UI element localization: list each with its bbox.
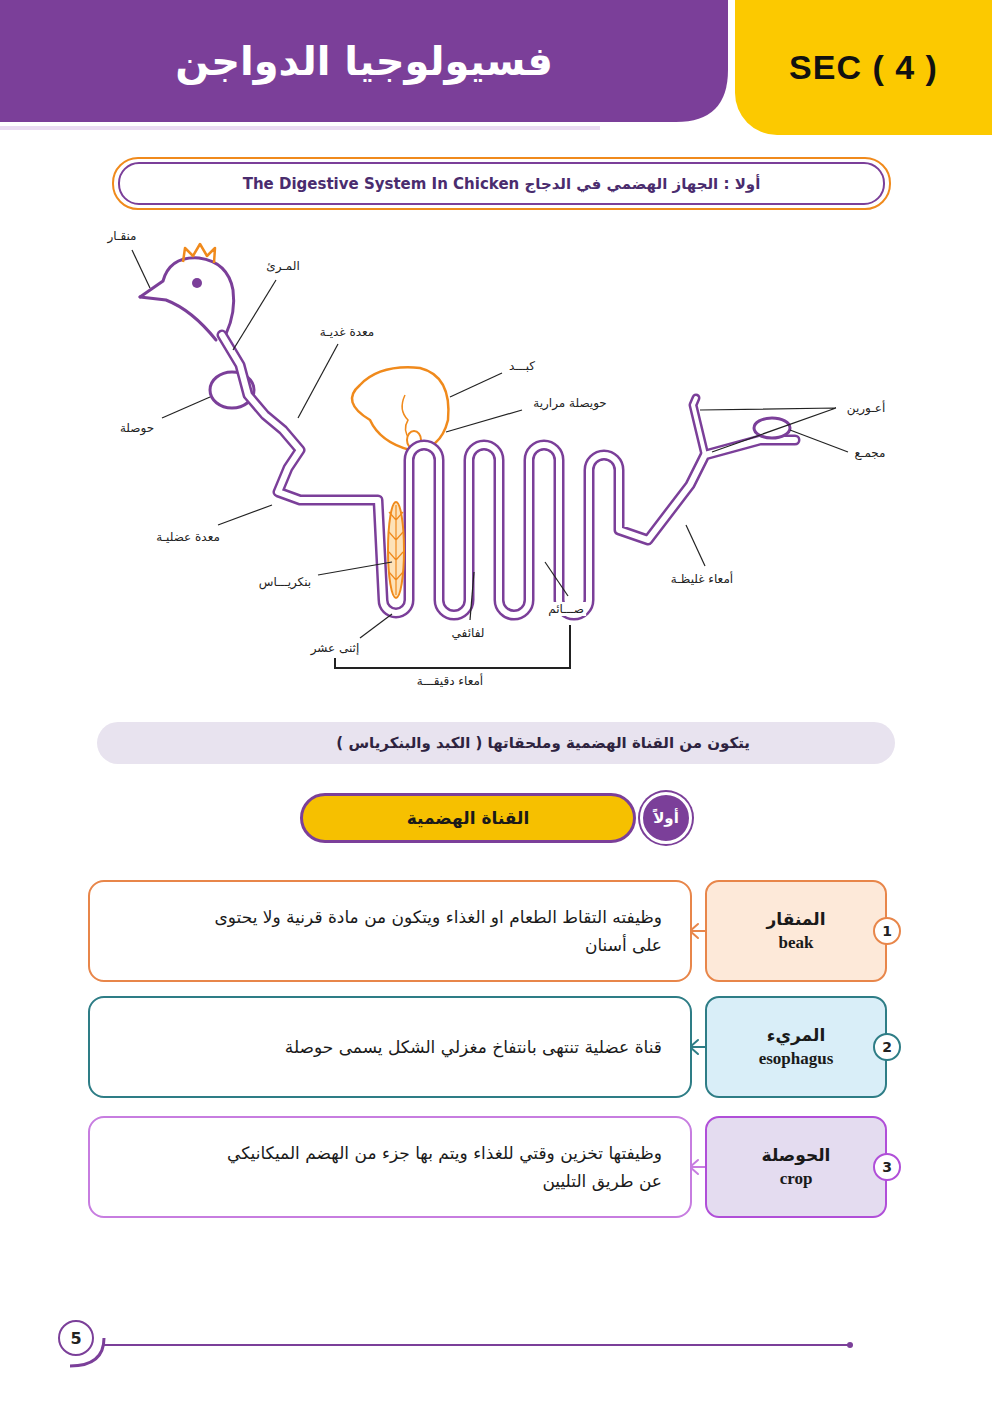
beak-outline [140, 297, 216, 340]
ceca-lumen [693, 398, 705, 455]
pill-heading: القناة الهضمية [407, 808, 530, 828]
connector-line [692, 930, 705, 932]
connector-arrow [690, 1040, 705, 1054]
leader-line [446, 410, 522, 432]
part-label: حوصلة [118, 421, 156, 435]
gut-outline [222, 335, 795, 615]
page-number-text: 5 [70, 1329, 81, 1348]
part-label: حويصلة مرارية [531, 396, 609, 410]
digestive-tract [222, 335, 795, 615]
leader-line [360, 614, 392, 638]
connector-arrow [690, 1160, 705, 1174]
leader-line [790, 430, 848, 452]
leader-line [700, 408, 836, 452]
info-band: يتكون من القناة الهضمية وملحقاتها ( الكب… [97, 722, 895, 764]
step-circle: أولاً [640, 792, 692, 844]
description-box: وظيفتها تخزين وقتي للغذاء ويتم بها جزء م… [88, 1116, 692, 1218]
footer-dot [847, 1342, 853, 1348]
part-label: المـرئ [264, 259, 301, 273]
bracket [335, 625, 570, 668]
header-stripe [0, 126, 600, 130]
leader-line [450, 373, 502, 397]
footer-line [104, 1344, 850, 1346]
leader-line [470, 572, 474, 620]
banner-frame [113, 158, 890, 209]
part-label: مجمـع [852, 446, 887, 460]
part-label: أمعاء غليظـة [669, 572, 735, 586]
connector-line [692, 1166, 705, 1168]
part-label: معدة عضليـة [154, 530, 222, 544]
head-outline [140, 258, 234, 334]
band-text: يتكون من القناة الهضمية وملحقاتها ( الكب… [117, 734, 750, 752]
term-english: crop [780, 1169, 813, 1189]
callout-number: 3 [873, 1153, 901, 1181]
term-box: الحوصلة crop [705, 1116, 887, 1218]
part-label: إثنى عشر [309, 641, 362, 655]
ceca-outline [693, 398, 705, 455]
banner-heading: أولا : الجهاز الهضمي في الدجاج The Diges… [243, 175, 761, 193]
leader-line [318, 562, 392, 575]
leader-lines [132, 250, 848, 668]
page-number: 5 [58, 1320, 94, 1356]
part-label: منقـار [105, 229, 138, 243]
comb [183, 244, 215, 263]
description-box: قناة عضلية تنتهى بانتفاخ مغزلي الشكل يسم… [88, 996, 692, 1098]
part-label: أعـورين [845, 401, 887, 415]
term-english: beak [779, 933, 814, 953]
section-banner: أولا : الجهاز الهضمي في الدجاج The Diges… [118, 162, 885, 205]
eye [192, 278, 202, 288]
part-label: لفائفي [450, 626, 487, 640]
section-tag: SEC ( 4 ) [735, 0, 992, 135]
leader-line [218, 505, 272, 525]
leader-line [298, 344, 338, 418]
part-label: كبـــد [507, 359, 537, 373]
callout-number: 1 [882, 923, 892, 939]
callout-number: 3 [882, 1159, 892, 1175]
term-box: المريء esophagus [705, 996, 887, 1098]
callout-number: 1 [873, 917, 901, 945]
liver [352, 367, 448, 450]
term-arabic: المريء [767, 1025, 825, 1045]
term-arabic: الحوصلة [762, 1145, 831, 1165]
term-box: المنقار beak [705, 880, 887, 982]
callout-number: 2 [873, 1033, 901, 1061]
gut-lumen [222, 335, 795, 615]
connector-arrow [690, 924, 705, 938]
description-text: قناة عضلية تنتهى بانتفاخ مغزلي الشكل يسم… [200, 1033, 662, 1061]
description-text: وظيفته التقاط الطعام او الغذاء ويتكون من… [200, 903, 662, 959]
pancreas-veins [389, 505, 403, 595]
term-english: esophagus [759, 1049, 834, 1069]
description-text: وظيفتها تخزين وقتي للغذاء ويتم بها جزء م… [200, 1139, 662, 1195]
leader-line [686, 525, 705, 566]
part-label: بنكريـــاس [257, 575, 313, 589]
header-band [0, 0, 728, 122]
leader-line [545, 562, 568, 596]
part-label: صـــائم [546, 602, 586, 616]
leader-line [132, 250, 150, 288]
callout-number: 2 [882, 1039, 892, 1055]
leader-line [233, 280, 276, 350]
connector-line [692, 1046, 705, 1048]
step-number: أولاً [653, 809, 679, 827]
leader-line [162, 397, 210, 418]
part-label: معدة غديـة [318, 325, 376, 339]
description-box: وظيفته التقاط الطعام او الغذاء ويتكون من… [88, 880, 692, 982]
page-title: فسيولوجيا الدواجن [0, 0, 728, 122]
section-number: SEC ( 4 ) [789, 48, 938, 87]
section-pill: القناة الهضمية [300, 793, 636, 843]
pancreas [388, 502, 404, 598]
part-label: أمعاء دقيقـــة [415, 674, 485, 688]
term-arabic: المنقار [767, 909, 826, 929]
